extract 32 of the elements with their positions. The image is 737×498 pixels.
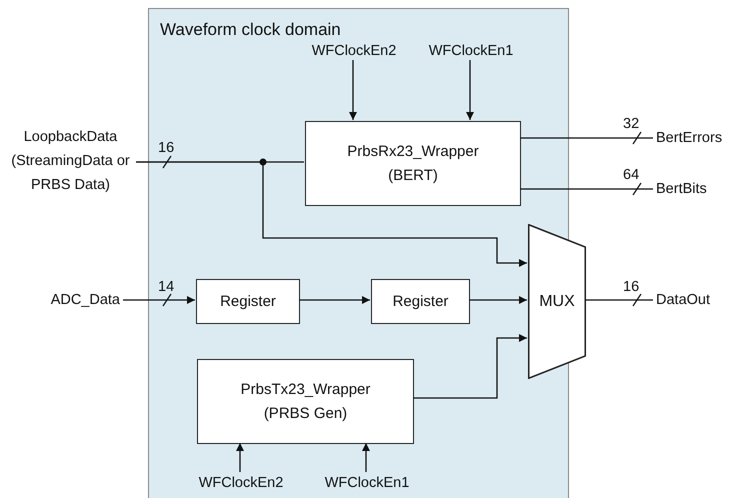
arrow	[123, 296, 195, 304]
block-box: PrbsTx23_Wrapper (PRBS Gen)	[197, 359, 414, 444]
multiplexer-shape: MUX	[528, 224, 586, 379]
bus-width-label: 16	[158, 140, 174, 156]
register-box: Register	[196, 279, 300, 324]
signal-label: WFClockEn1	[317, 473, 417, 493]
arrow	[349, 60, 357, 120]
bus-width-label: 14	[158, 279, 174, 295]
signal-label: BertErrors	[656, 128, 737, 148]
connector-line	[585, 299, 653, 301]
signal-label: DataOut	[656, 290, 737, 310]
signal-label: WFClockEn2	[304, 41, 404, 61]
bus-width-label: 32	[623, 116, 640, 132]
arrow	[299, 296, 370, 304]
arrow	[413, 334, 527, 399]
signal-label: BertBits	[656, 179, 737, 199]
block-box: PrbsRx23_Wrapper (BERT)	[305, 121, 521, 206]
signal-label: WFClockEn1	[421, 41, 521, 61]
group-title: Waveform clock domain	[160, 19, 341, 41]
bus-width-label: 64	[623, 167, 640, 183]
connector-line	[520, 137, 653, 139]
signal-label: WFClockEn2	[191, 473, 291, 493]
arrow	[466, 60, 474, 120]
register-box: Register	[371, 279, 470, 324]
arrow	[236, 443, 244, 472]
arrow	[362, 443, 370, 472]
signal-label: ADC_Data	[30, 290, 120, 310]
arrow	[136, 161, 527, 267]
connector-line	[520, 188, 653, 190]
arrow	[469, 296, 527, 304]
signal-label: LoopbackData (StreamingData or PRBS Data)	[8, 124, 133, 198]
bus-width-label: 16	[623, 279, 640, 295]
